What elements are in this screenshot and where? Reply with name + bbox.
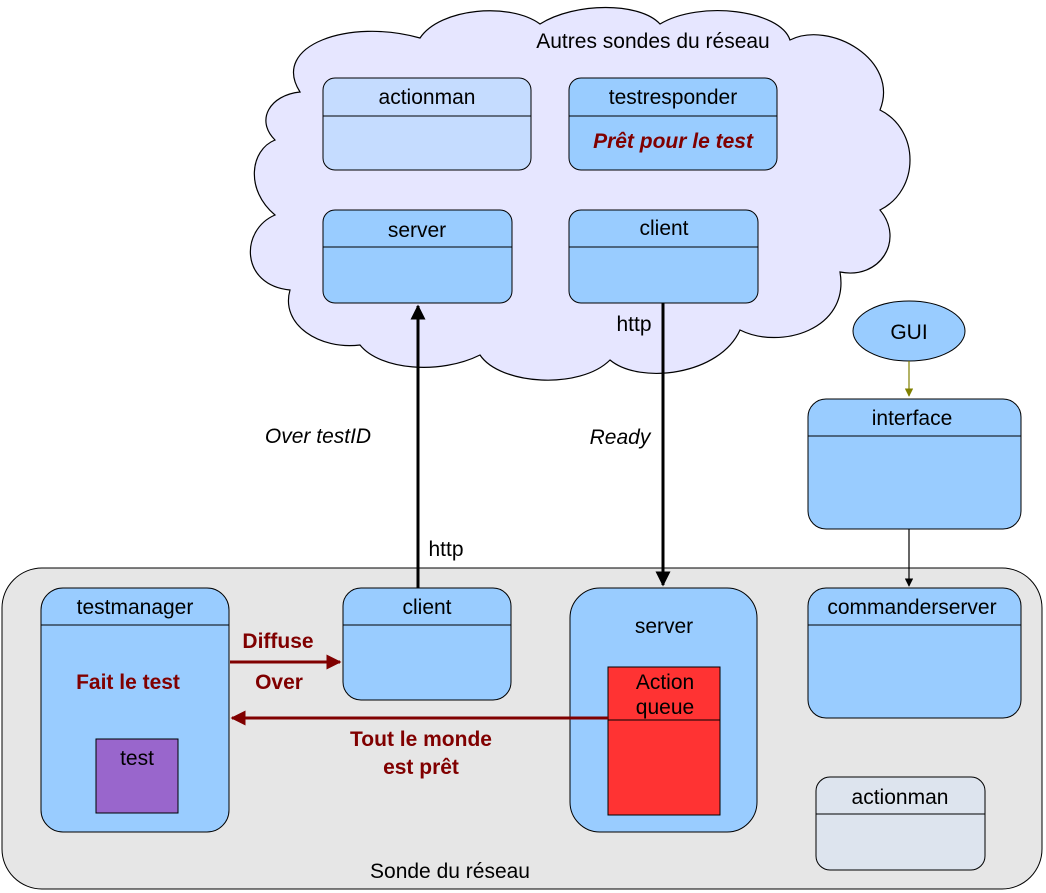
cloud-client-title: client bbox=[639, 217, 688, 240]
probe-actionman-box: actionman bbox=[815, 776, 986, 871]
probe-client-title: client bbox=[402, 596, 451, 619]
probe-client-box: client bbox=[342, 587, 512, 701]
test-box bbox=[95, 738, 179, 814]
ready-label: Ready bbox=[590, 426, 652, 449]
testresponder-box: testresponder Prêt pour le test bbox=[568, 77, 778, 171]
testmanager-title: testmanager bbox=[77, 596, 194, 619]
probe-container: Sonde du réseau testmanager Fait le test… bbox=[1, 567, 1043, 890]
cloud-actionman-title: actionman bbox=[379, 86, 476, 109]
testmanager-box: testmanager Fait le test test bbox=[40, 587, 230, 833]
probe-client-http-label: http bbox=[428, 538, 463, 561]
over-label: Over bbox=[255, 671, 303, 694]
everyone-ready-line2: est prêt bbox=[383, 756, 459, 779]
commanderserver-title: commanderserver bbox=[827, 596, 996, 619]
cloud-title: Autres sondes du réseau bbox=[536, 30, 769, 53]
gui-group: GUI interface bbox=[807, 300, 1022, 587]
probe-caption: Sonde du réseau bbox=[370, 860, 530, 883]
test-label: test bbox=[120, 747, 154, 770]
cloud-server-title: server bbox=[388, 219, 446, 242]
action-queue-box bbox=[607, 666, 721, 816]
cloud-actionman-box: actionman bbox=[322, 77, 532, 171]
interface-title: interface bbox=[872, 407, 953, 430]
testresponder-status: Prêt pour le test bbox=[593, 130, 754, 153]
probe-server-box: server Action queue bbox=[569, 587, 758, 833]
interface-box: interface bbox=[807, 398, 1022, 530]
testresponder-title: testresponder bbox=[609, 86, 737, 109]
cloud-client-box: client bbox=[568, 209, 759, 304]
gui-label: GUI bbox=[890, 321, 927, 344]
probe-actionman-title: actionman bbox=[852, 786, 949, 809]
probe-server-title: server bbox=[635, 615, 693, 638]
cloud-client-http-label: http bbox=[616, 313, 651, 336]
testmanager-status: Fait le test bbox=[76, 671, 180, 694]
probe-container-shape bbox=[1, 567, 1043, 890]
cloud-server-box: server bbox=[322, 209, 513, 304]
cloud-other-probes: Autres sondes du réseau actionman testre… bbox=[249, 6, 911, 381]
everyone-ready-line1: Tout le monde bbox=[350, 728, 492, 751]
action-queue-line1: Action bbox=[636, 671, 694, 694]
commanderserver-box: commanderserver bbox=[807, 587, 1022, 719]
diffuse-label: Diffuse bbox=[242, 630, 313, 653]
action-queue-line2: queue bbox=[636, 696, 694, 719]
over-testid-label: Over testID bbox=[265, 425, 371, 448]
cloud-shape bbox=[249, 6, 911, 381]
